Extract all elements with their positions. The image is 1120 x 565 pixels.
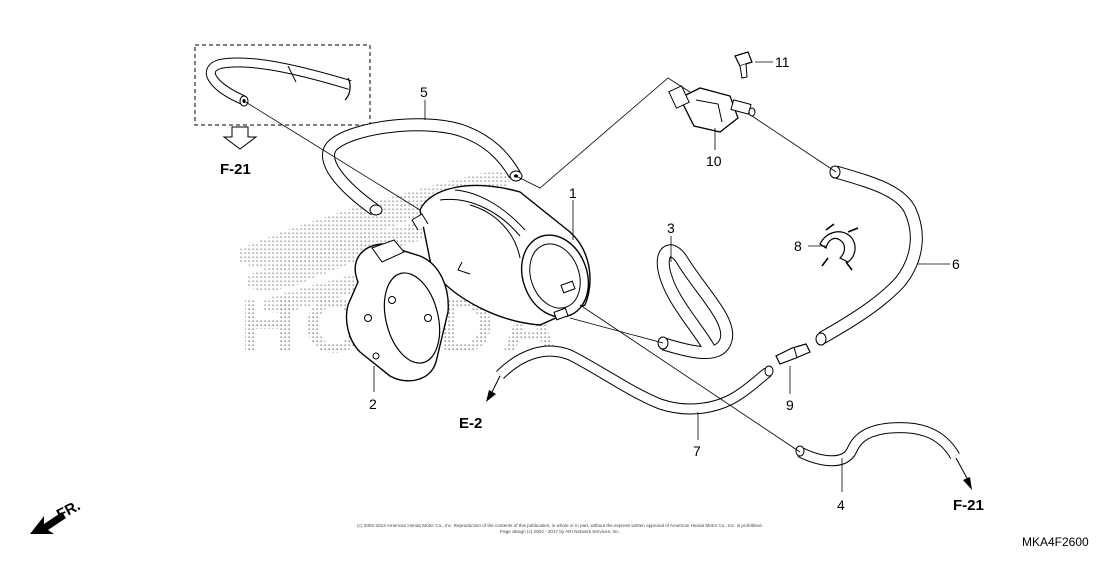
callout-6: 6 — [952, 256, 960, 272]
callout-5: 5 — [420, 84, 428, 100]
callout-4: 4 — [837, 497, 845, 513]
canister-band-2 — [345, 239, 449, 382]
hose-6 — [815, 165, 923, 346]
callout-10: 10 — [706, 153, 722, 169]
reference-f21-top: F-21 — [220, 161, 251, 178]
purge-control-valve-10 — [668, 85, 756, 133]
evap-canister-1 — [411, 184, 591, 326]
callout-11: 11 — [775, 54, 790, 70]
hose-7 — [496, 345, 774, 415]
hose-clamp-8 — [819, 223, 859, 271]
hose-3 — [656, 244, 734, 360]
hose-4 — [795, 422, 960, 467]
front-direction-indicator: FR. — [30, 497, 83, 534]
f21-bottom-arrow — [955, 457, 969, 481]
callout-9: 9 — [786, 397, 794, 413]
f21-direction-arrow — [222, 126, 258, 150]
reference-f21-bottom: F-21 — [953, 497, 984, 514]
callout-7: 7 — [693, 443, 701, 459]
copyright-line-1: (c) 2002-2013 American Honda Motor Co., … — [357, 523, 763, 528]
reference-e2: E-2 — [459, 415, 482, 432]
callout-2: 2 — [369, 396, 377, 412]
bolt-11 — [734, 51, 753, 79]
diagram-code: MKA4F2600 — [1022, 535, 1089, 549]
hose-joint-9 — [775, 343, 811, 365]
callout-3: 3 — [667, 220, 675, 236]
copyright-line-2: Page design (c) 2004 - 2017 by ARI Netwo… — [500, 529, 620, 534]
callout-leaders — [373, 61, 950, 492]
callout-8: 8 — [794, 238, 802, 254]
callout-1: 1 — [569, 185, 577, 201]
connection-lines — [515, 77, 837, 453]
inset-detail — [194, 44, 371, 126]
hose-5 — [322, 118, 523, 216]
e2-direction-arrow — [491, 375, 501, 393]
